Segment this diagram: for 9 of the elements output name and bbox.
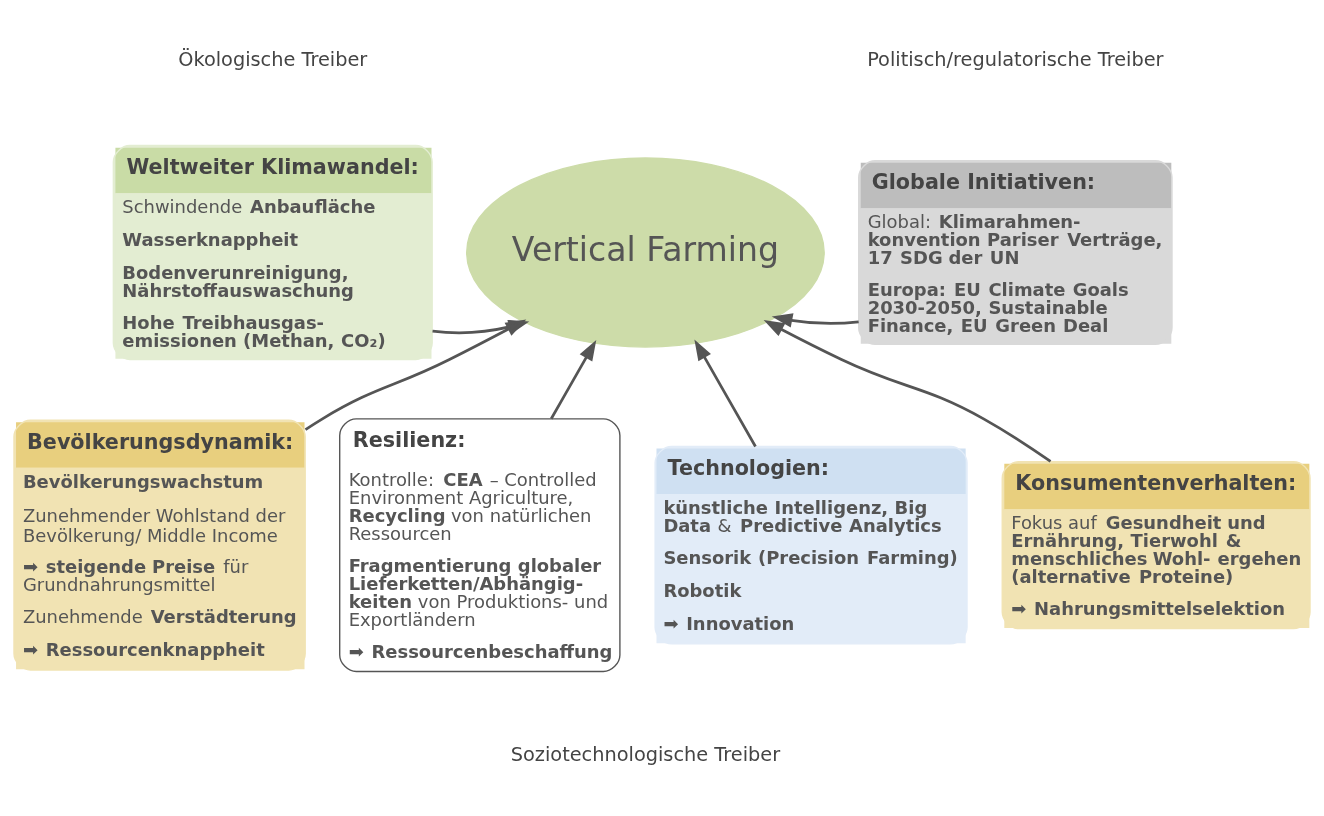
arrow — [771, 312, 859, 328]
label: Ökologische Treiber — [178, 47, 368, 71]
arrow — [763, 319, 1052, 463]
arrow — [304, 319, 527, 431]
label: Politisch/regulatorische Treiber — [867, 47, 1164, 71]
arrow — [550, 339, 597, 419]
node-ellipse: Vertical Farming — [466, 156, 825, 348]
arrow — [694, 339, 757, 447]
label: Soziotechnologische Treiber — [510, 742, 781, 766]
